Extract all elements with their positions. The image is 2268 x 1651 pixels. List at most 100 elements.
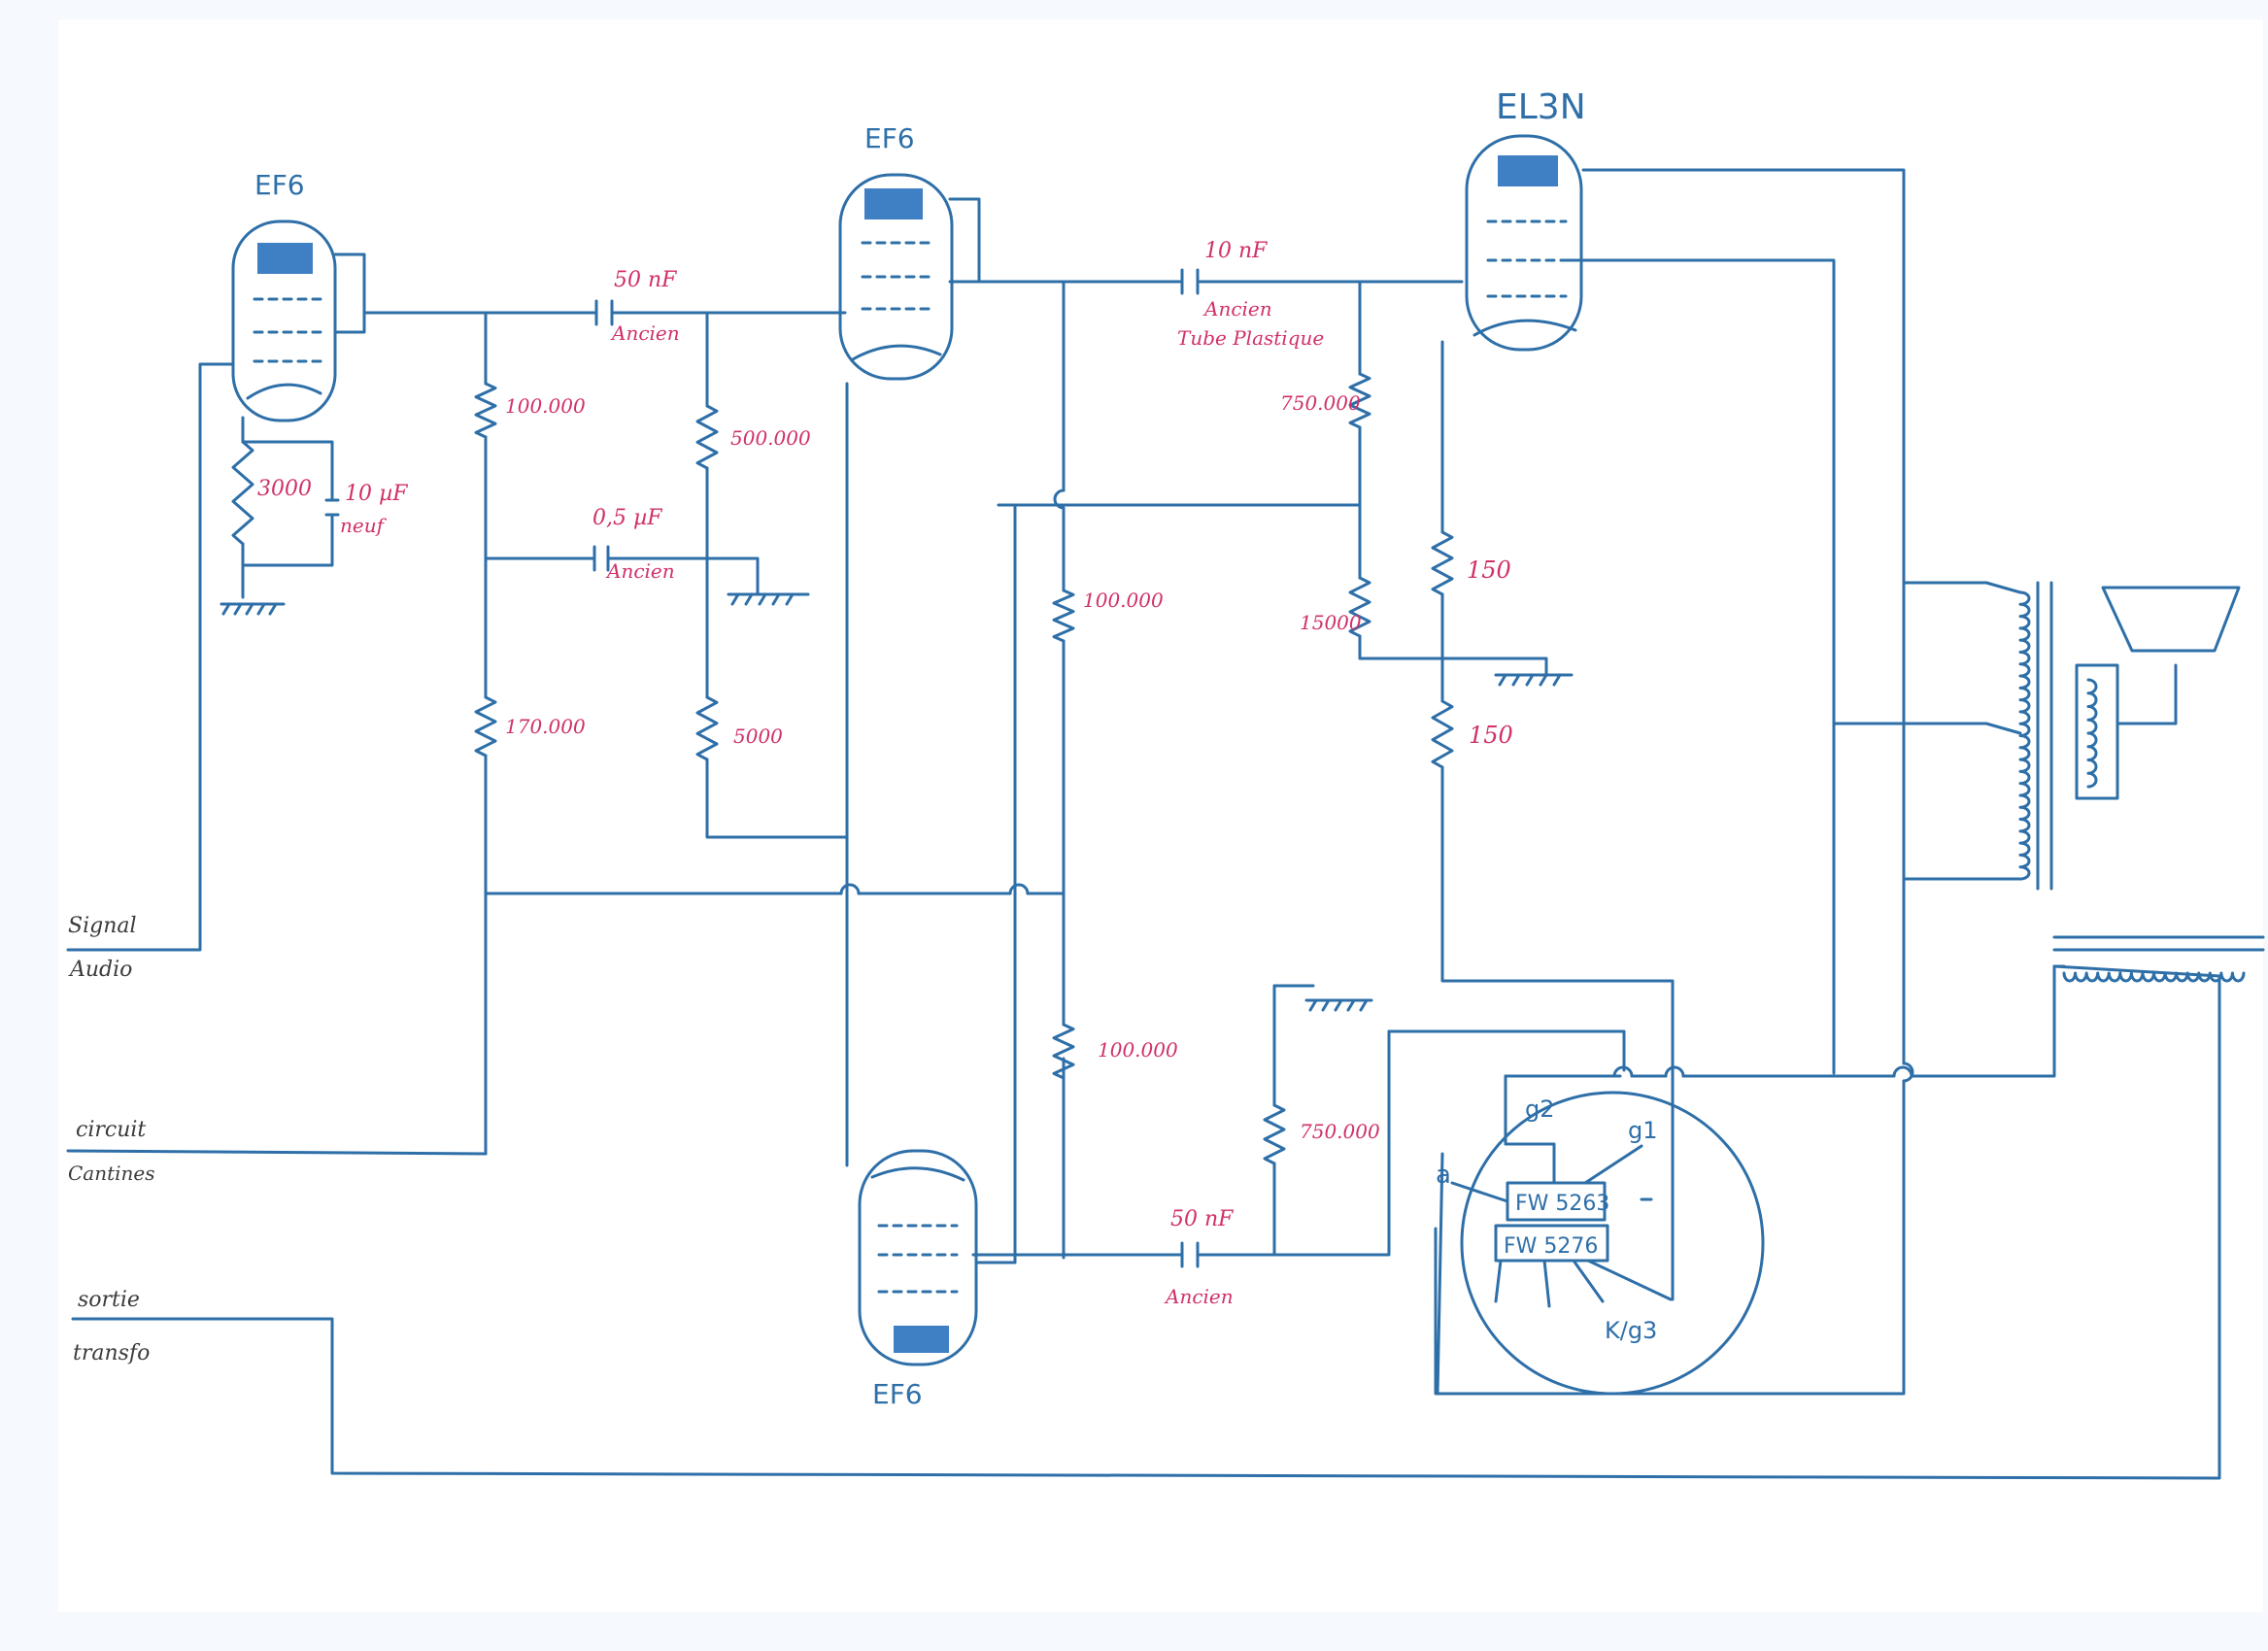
wire <box>1902 1061 1914 1083</box>
speaker-coil <box>2086 678 2098 789</box>
value-r-plate-4b: 100.000 <box>1098 1038 1178 1061</box>
tube-v1 <box>231 219 337 422</box>
resistor-r-divider <box>1348 576 1371 638</box>
power-transformer <box>2052 935 2265 983</box>
transformer-coil <box>2062 971 2246 983</box>
resistor-r-plate-1 <box>474 382 497 439</box>
tube-plate-fill <box>257 243 313 274</box>
tube-v2 <box>838 173 954 381</box>
capacitor-c2 <box>594 299 614 326</box>
rectifier-pin-a: a <box>1436 1161 1451 1190</box>
resistor-r-grid-3 <box>1348 372 1371 429</box>
wire <box>705 758 849 839</box>
tube-v4 <box>858 1149 978 1366</box>
value-c-screen: 0,5 µF <box>592 506 662 530</box>
paper-sheet <box>58 19 2263 1612</box>
tube-label-v4: EF6 <box>872 1378 923 1410</box>
capacitor-c3 <box>592 545 610 572</box>
wire <box>333 253 366 334</box>
wire <box>71 964 2221 1480</box>
resistor-r-grid-4 <box>1263 1103 1286 1165</box>
transformer-coil <box>2018 590 2031 881</box>
rectifier-tube <box>1436 1091 1765 1396</box>
terminal-sortie-2: transfo <box>73 1341 150 1365</box>
capacitor-c5 <box>1180 1241 1200 1268</box>
wire <box>1358 634 1444 660</box>
wire <box>66 362 235 952</box>
wire <box>606 556 760 596</box>
rectifier-pin-g1: g1 <box>1628 1117 1658 1144</box>
value-r-grid-4: 750.000 <box>1300 1120 1380 1143</box>
tube-label-v1: EF6 <box>254 169 305 201</box>
capacitor-c1 <box>324 498 340 517</box>
wire <box>1434 1079 1906 1396</box>
value-r-cathode-2: 5000 <box>733 724 783 748</box>
tube-plate-fill <box>864 188 923 219</box>
value-r-screen: 170.000 <box>505 715 586 738</box>
resistor-r-v1-cathode <box>231 440 254 546</box>
value-r-cathode-3b: 150 <box>1469 722 1513 749</box>
value-c-coupling-2-note-1: Ancien <box>1202 297 1272 320</box>
terminal-circuit-2: Cantines <box>68 1162 155 1185</box>
value-r-divider: 15000 <box>1300 611 1362 634</box>
resistor-r-screen <box>474 695 497 758</box>
wire <box>66 1149 488 1156</box>
rectifier-part-1: FW 5263 <box>1515 1192 1609 1216</box>
wire <box>1664 1065 1685 1078</box>
wire <box>1053 489 1066 510</box>
wire <box>241 440 334 502</box>
wire <box>948 197 981 284</box>
value-r-plate-1: 100.000 <box>505 394 586 418</box>
wire <box>1198 1029 1391 1257</box>
value-c-coupling-2-note-2: Tube Plastique <box>1177 326 1324 350</box>
value-c-screen-note: Ancien <box>605 559 675 583</box>
value-c-coupling-4-note: Ancien <box>1164 1285 1234 1308</box>
capacitor-c4 <box>1180 268 1200 295</box>
speaker-icon <box>2075 586 2241 800</box>
terminal-signal-2: Audio <box>68 958 132 982</box>
capacitors <box>324 268 1200 1268</box>
ground-symbol <box>1304 998 1373 1012</box>
resistor-r-plate-4a <box>1052 589 1075 643</box>
value-r-cathode-3a: 150 <box>1467 556 1511 584</box>
value-r-grid-3: 750.000 <box>1280 391 1361 415</box>
ground-symbol <box>727 592 810 606</box>
value-r-plate-4a: 100.000 <box>1083 589 1164 612</box>
terminal-sortie-1: sortie <box>78 1288 140 1312</box>
rectifier-part-2: FW 5276 <box>1504 1234 1598 1259</box>
resistor-r-cathode-3b <box>1431 699 1454 769</box>
value-c-coupling-1-note: Ancien <box>610 321 680 345</box>
wire <box>1440 657 1548 677</box>
terminal-circuit-1: circuit <box>76 1118 146 1142</box>
wire <box>1612 1065 1634 1078</box>
ground-symbol <box>1494 673 1574 687</box>
value-r-grid-2: 500.000 <box>730 426 811 450</box>
resistor-r-cathode-2 <box>695 695 719 761</box>
rectifier-pin-kg3: K/g3 <box>1605 1317 1657 1344</box>
value-c-coupling-4: 50 nF <box>1170 1207 1234 1231</box>
resistor-r-plate-4b <box>1052 1023 1075 1080</box>
ground-symbols <box>220 592 1574 1012</box>
wire <box>974 503 1017 1264</box>
wire <box>241 513 334 567</box>
tube-v3 <box>1465 134 1583 352</box>
wire <box>1581 168 1988 585</box>
terminal-signal-1: Signal <box>68 914 137 938</box>
wire <box>1892 1065 1913 1078</box>
wire <box>1008 883 1030 895</box>
wire <box>1387 1029 1626 1072</box>
rectifier-label-box-2 <box>1494 1224 1609 1263</box>
wire <box>1440 765 1675 1301</box>
output-transformer <box>1984 581 2053 891</box>
resistor-r-cathode-3a <box>1431 530 1454 596</box>
resistor-r-grid-2 <box>695 404 719 470</box>
wiring <box>66 168 2221 1480</box>
value-r-v1-cathode: 3000 <box>257 477 312 501</box>
resistors <box>231 372 1454 1165</box>
rectifier-pin-g2: g2 <box>1525 1095 1555 1123</box>
tube-plate-fill <box>894 1326 949 1353</box>
wire <box>1564 258 1836 1075</box>
value-c-v1-cathode: 10 µF <box>345 482 408 506</box>
